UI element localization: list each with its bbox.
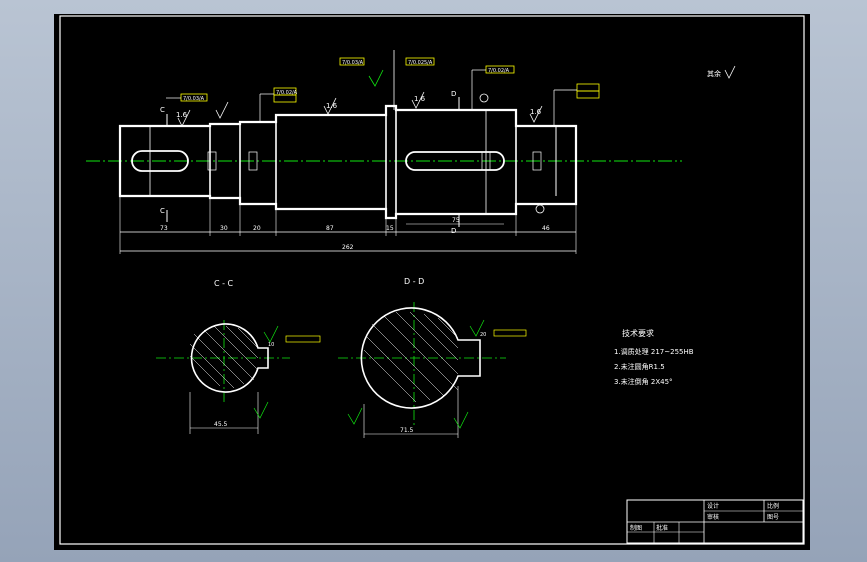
svg-text:20: 20 xyxy=(253,225,261,232)
notes-title: 技术要求 xyxy=(622,328,654,338)
shaft-main-view xyxy=(86,104,682,220)
svg-text:1.6: 1.6 xyxy=(176,111,188,119)
svg-text:45.5: 45.5 xyxy=(214,421,228,428)
cut-plane-c: C C xyxy=(160,106,168,222)
svg-text:比例: 比例 xyxy=(767,502,779,510)
svg-text:7/0.02/A: 7/0.02/A xyxy=(488,68,510,74)
svg-text:46: 46 xyxy=(542,225,550,232)
keyway-c xyxy=(131,150,189,172)
svg-text:7/0.03/A: 7/0.03/A xyxy=(342,60,364,66)
section-c: C - C 45.5 10 xyxy=(156,279,321,434)
title-block: 设计 审核 比例 图号 制图 批准 xyxy=(626,499,804,544)
cut-label-c-bottom: C xyxy=(160,207,165,215)
note-item: 3.未注倒角 2X45° xyxy=(614,377,673,386)
section-d: D - D 71.5 20 xyxy=(338,277,527,438)
cut-label-d-bottom: D xyxy=(451,227,456,235)
keyway-d xyxy=(405,151,505,171)
svg-text:7/0.02/A: 7/0.02/A xyxy=(276,90,298,96)
overall-length: 262 xyxy=(342,244,354,251)
svg-text:7/0.03/A: 7/0.03/A xyxy=(183,96,205,102)
svg-text:30: 30 xyxy=(220,225,228,232)
drawing-border xyxy=(59,15,805,545)
svg-text:75: 75 xyxy=(452,217,460,224)
svg-text:71.5: 71.5 xyxy=(400,427,414,434)
dimension-lines: 73 30 20 87 15 75 46 262 xyxy=(119,196,577,254)
cut-label-d-top: D xyxy=(451,90,456,98)
section-c-title: C - C xyxy=(214,279,234,288)
svg-text:20: 20 xyxy=(480,332,486,338)
svg-text:图号: 图号 xyxy=(767,514,779,521)
section-d-title: D - D xyxy=(404,277,424,286)
svg-text:1.6: 1.6 xyxy=(326,102,338,110)
svg-text:7/0.025/A: 7/0.025/A xyxy=(408,60,433,66)
svg-text:批准: 批准 xyxy=(656,524,668,532)
svg-text:87: 87 xyxy=(326,225,334,232)
cut-plane-d: D D xyxy=(451,90,460,235)
technical-notes: 技术要求 1.调质处理 217~255HB 2.未注圆角R1.5 3.未注倒角 … xyxy=(614,328,694,386)
cut-label-c-top: C xyxy=(160,106,165,114)
svg-text:审核: 审核 xyxy=(707,513,719,521)
drawing-viewport[interactable]: C C D D 1.6 1.6 1.6 1.6 7/0.03/A 7/0.02/… xyxy=(54,14,810,550)
svg-text:其余: 其余 xyxy=(707,69,721,78)
other-roughness: 其余 xyxy=(707,65,736,79)
note-item: 1.调质处理 217~255HB xyxy=(614,347,694,356)
svg-text:1.6: 1.6 xyxy=(414,95,426,103)
tolerance-frames: 7/0.03/A 7/0.02/A 7/0.03/A 7/0.025/A 7/0… xyxy=(166,50,600,214)
cad-drawing: C C D D 1.6 1.6 1.6 1.6 7/0.03/A 7/0.02/… xyxy=(59,15,805,545)
roughness-symbols: 1.6 1.6 1.6 1.6 xyxy=(176,69,543,127)
svg-text:1.6: 1.6 xyxy=(530,108,542,116)
svg-text:10: 10 xyxy=(268,342,274,348)
svg-text:73: 73 xyxy=(160,225,168,232)
svg-text:设计: 设计 xyxy=(707,502,719,510)
svg-text:15: 15 xyxy=(386,225,394,232)
svg-text:制图: 制图 xyxy=(630,524,642,532)
note-item: 2.未注圆角R1.5 xyxy=(614,362,665,371)
